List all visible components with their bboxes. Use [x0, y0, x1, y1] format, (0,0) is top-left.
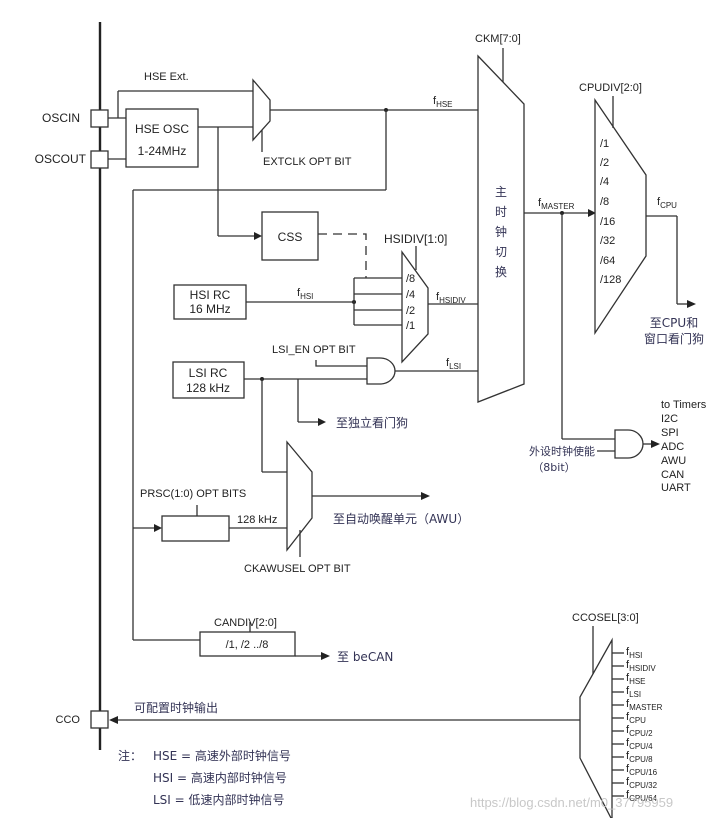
peripheral-target: CAN — [661, 469, 684, 481]
hse-osc-label-2: 1-24MHz — [138, 144, 187, 158]
candiv-block — [199, 631, 296, 657]
peripheral-enable-label-1: 外设时钟使能 — [529, 444, 595, 458]
hse-ext-label: HSE Ext. — [144, 71, 189, 83]
candiv-label: CANDIV[2:0] — [214, 617, 277, 629]
css-block — [261, 211, 319, 261]
cco-source-label: fLSI — [626, 685, 641, 699]
oscin-pin: OSCIN — [42, 109, 109, 128]
cpudiv-option: /1 — [600, 138, 609, 150]
f-hsidiv-label: fHSIDIV — [436, 291, 466, 305]
cpu-dest-label-1: 至CPU和 — [650, 316, 698, 330]
cco-source-label: fCPU — [626, 711, 646, 725]
hse-ext-mux — [252, 78, 271, 142]
f-hse-label: fHSE — [433, 95, 453, 109]
note-line: LSI = 低速内部时钟信号 — [153, 792, 285, 807]
peripheral-target: I2C — [661, 413, 678, 425]
ccosel-label: CCOSEL[3:0] — [572, 612, 639, 624]
lsi-en-label: LSI_EN OPT BIT — [272, 344, 356, 356]
lsi-and-gate — [366, 357, 396, 385]
peripheral-target: UART — [661, 482, 691, 494]
hsidiv-label: HSIDIV[1:0] — [384, 232, 447, 246]
watermark: https://blog.csdn.net/m0_37795959 — [470, 795, 673, 810]
ckm-char: 主 — [495, 185, 507, 199]
cco-source-label: fHSE — [626, 672, 646, 686]
cpudiv-mux — [594, 97, 647, 336]
hse-osc-label-1: HSE OSC — [135, 122, 189, 136]
ckm-char: 钟 — [495, 224, 507, 239]
peripheral-target: ADC — [661, 441, 684, 453]
hsi-rc-block — [173, 284, 247, 320]
oscin-label: OSCIN — [42, 111, 80, 125]
cpudiv-label: CPUDIV[2:0] — [579, 82, 642, 94]
ckm-char: 切 — [495, 245, 507, 259]
hsidiv-option: /2 — [406, 305, 415, 317]
cpudiv-option: /32 — [600, 235, 615, 247]
peripheral-target-list: to Timers I2C SPI ADC AWU CAN UART — [661, 399, 707, 494]
prsc-divider-block — [161, 515, 230, 542]
cpudiv-option: /64 — [600, 255, 615, 267]
hsidiv-mux — [401, 249, 429, 364]
hsidiv-option: /8 — [406, 273, 415, 285]
hse-osc-block — [125, 108, 199, 168]
peripheral-and-gate — [614, 429, 644, 459]
cco-source-list: fHSIfHSIDIVfHSEfLSIfMASTERfCPUfCPU/2fCPU… — [612, 646, 663, 803]
f-master-label: fMASTER — [538, 197, 575, 211]
ckawusel-label: CKAWUSEL OPT BIT — [244, 563, 351, 575]
cco-source-label: fCPU/2 — [626, 724, 653, 738]
becan-dest-label: 至 beCAN — [337, 650, 393, 664]
cco-source-label: fHSI — [626, 646, 642, 660]
ccosel-mux — [579, 637, 613, 818]
cpudiv-option: /16 — [600, 216, 615, 228]
note-line: HSI = 高速内部时钟信号 — [153, 770, 287, 785]
peripheral-target: to Timers — [661, 399, 707, 411]
note-line: HSE = 高速外部时钟信号 — [153, 748, 291, 763]
cco-source-label: fCPU/4 — [626, 737, 653, 751]
hsidiv-option: /1 — [406, 320, 415, 332]
cpudiv-option: /128 — [600, 274, 621, 286]
iwdg-dest-label: 至独立看门狗 — [336, 415, 408, 430]
f-hsi-label: fHSI — [297, 287, 313, 301]
cco-source-label: fCPU/32 — [626, 776, 658, 790]
extclk-label: EXTCLK OPT BIT — [263, 156, 352, 168]
cpudiv-option: /2 — [600, 157, 609, 169]
cco-label: CCO — [56, 714, 81, 726]
cco-pin: CCO — [56, 710, 109, 729]
cco-source-label: fHSIDIV — [626, 659, 656, 673]
main-clock-switch-mux — [477, 54, 525, 403]
css-label: CSS — [278, 230, 303, 244]
lsi-rc-block — [172, 361, 245, 399]
peripheral-enable-label-2: （8bit） — [532, 461, 575, 474]
cco-source-label: fCPU/8 — [626, 750, 653, 764]
awu-freq-label: 128 kHz — [237, 514, 277, 526]
ckm-label: CKM[7:0] — [475, 33, 521, 45]
peripheral-target: AWU — [661, 455, 686, 467]
ckm-char: 换 — [495, 265, 507, 279]
f-cpu-label: fCPU — [657, 196, 677, 210]
cco-source-label: fCPU/16 — [626, 763, 658, 777]
cpudiv-option: /4 — [600, 176, 609, 188]
candiv-options: /1, /2 ../8 — [226, 639, 269, 651]
legend-notes: 注： HSE = 高速外部时钟信号 HSI = 高速内部时钟信号 LSI = 低… — [118, 748, 291, 807]
f-lsi-label: fLSI — [446, 357, 461, 371]
cco-output-label: 可配置时钟输出 — [134, 700, 218, 715]
peripheral-target: SPI — [661, 427, 679, 439]
hsi-rc-label-1: HSI RC — [190, 288, 231, 302]
hsi-rc-label-2: 16 MHz — [189, 302, 230, 316]
hsidiv-option: /4 — [406, 289, 415, 301]
cpu-dest-label-2: 窗口看门狗 — [644, 331, 704, 346]
cco-source-label: fCPU/64 — [626, 789, 658, 803]
notes-prefix: 注： — [118, 748, 142, 763]
prsc-label: PRSC(1:0) OPT BITS — [140, 488, 246, 500]
awu-dest-label: 至自动唤醒单元（AWU） — [333, 512, 469, 526]
oscout-label: OSCOUT — [35, 152, 87, 166]
cco-source-label: fMASTER — [626, 698, 663, 712]
lsi-rc-label-1: LSI RC — [189, 366, 228, 380]
ckm-char: 时 — [495, 205, 507, 219]
lsi-rc-label-2: 128 kHz — [186, 381, 230, 395]
oscout-pin: OSCOUT — [35, 150, 109, 169]
cpudiv-option: /8 — [600, 196, 609, 208]
ckawusel-mux — [286, 440, 313, 552]
